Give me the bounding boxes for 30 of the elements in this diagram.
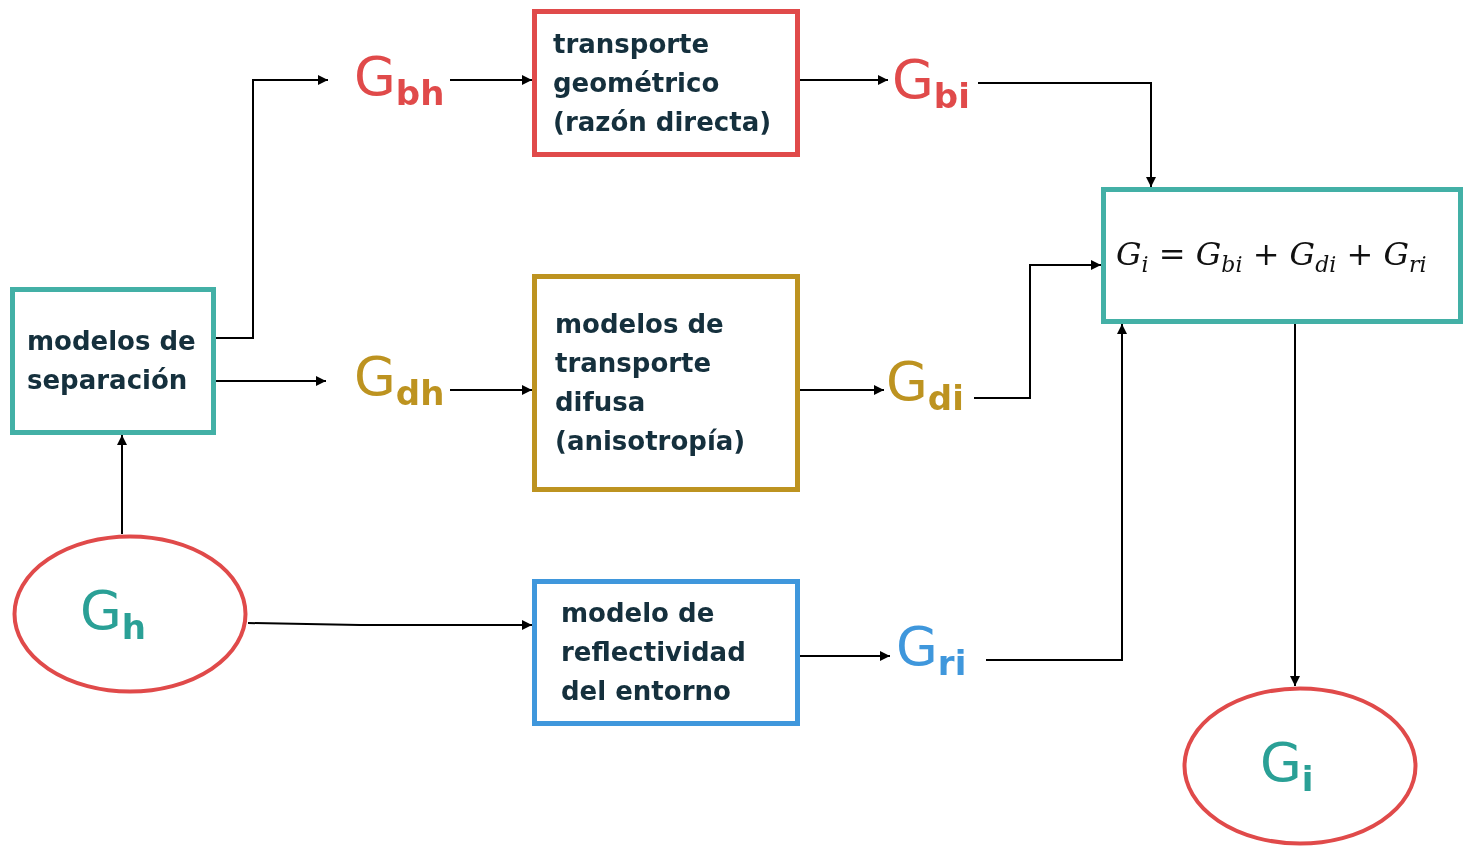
formula-text: G$_{i}$ = G$_{bi}$ + G$_{di}$ + G$_{ri}$ [1116,233,1427,280]
box-text: modelos de transporte difusa (anisotropía) [555,308,747,458]
variable-label: G$_{di}$ [886,354,964,416]
box-text: modelo de reflectividad del entorno [561,597,747,708]
process-box [10,287,216,435]
arrow [977,82,1156,188]
variable-label: G$_{ri}$ [896,619,967,681]
variable-label: G$_{bh}$ [354,49,445,111]
arrow [215,75,329,339]
variable-label: G$_{i}$ [1260,735,1314,797]
arrow [449,75,533,85]
arrow [985,323,1127,661]
variable-label: G$_{dh}$ [354,349,445,411]
arrow [247,620,533,630]
arrow [799,75,889,85]
box-text: modelos de separación [27,325,197,397]
process-box [532,9,800,157]
box-text: transporte geométrico (razón directa) [553,27,773,139]
arrow [215,376,327,386]
process-box [532,579,800,726]
formula-box [1101,187,1463,324]
arrow [117,434,127,535]
arrow [449,385,533,395]
arrow [799,385,885,395]
variable-label: G$_{bi}$ [892,52,970,114]
variable-label: G$_{h}$ [80,583,147,645]
arrow [799,651,891,661]
arrow [973,260,1102,399]
process-box [532,274,800,492]
arrow [1290,323,1300,687]
